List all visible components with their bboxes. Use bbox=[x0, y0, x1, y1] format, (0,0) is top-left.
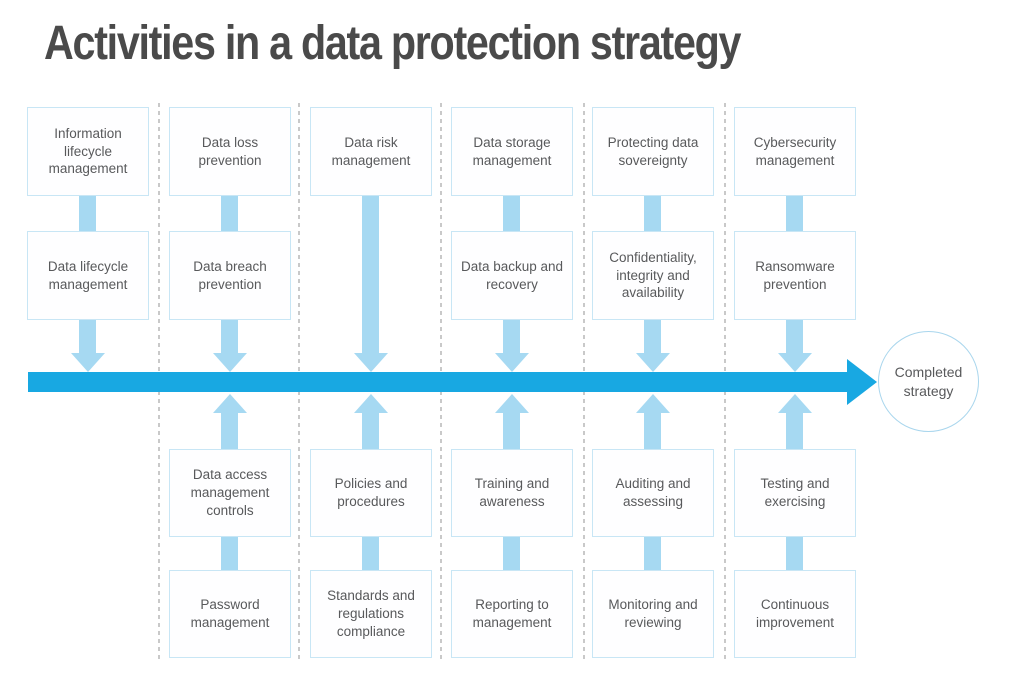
box-label: Monitoring and reviewing bbox=[608, 597, 698, 630]
connector bbox=[221, 537, 238, 570]
connector bbox=[786, 413, 803, 449]
connector bbox=[79, 196, 96, 231]
connector bbox=[786, 537, 803, 570]
connector bbox=[644, 320, 661, 353]
box-label: Data breach prevention bbox=[193, 258, 267, 292]
connector bbox=[503, 196, 520, 231]
up-arrowhead-icon bbox=[354, 394, 388, 413]
box-data-backup-and-recovery: Data backup and recovery bbox=[451, 231, 573, 320]
box-label: Password management bbox=[190, 597, 270, 630]
down-arrowhead-icon bbox=[636, 353, 670, 372]
box-training-and-awareness: Training and awareness bbox=[451, 449, 573, 537]
box-label: Testing and exercising bbox=[760, 476, 830, 509]
box-label: Data storage management bbox=[472, 134, 552, 168]
connector bbox=[644, 537, 661, 570]
box-testing-and-exercising: Testing and exercising bbox=[734, 449, 856, 537]
connector bbox=[221, 320, 238, 353]
connector bbox=[362, 196, 379, 353]
connector bbox=[362, 413, 379, 449]
box-monitoring-and-reviewing: Monitoring and reviewing bbox=[592, 570, 714, 658]
box-label: Confidentiality, integrity and availabil… bbox=[609, 249, 697, 301]
box-data-access-management-controls: Data access management controls bbox=[169, 449, 291, 537]
connector bbox=[221, 196, 238, 231]
box-standards-and-regulations-compliance: Standards and regulations compliance bbox=[310, 570, 432, 658]
connector bbox=[79, 320, 96, 353]
box-reporting-to-management: Reporting to management bbox=[451, 570, 573, 658]
box-data-risk-management: Data risk management bbox=[310, 107, 432, 196]
connector bbox=[503, 537, 520, 570]
box-label: Reporting to management bbox=[472, 597, 552, 630]
box-label: Information lifecycle management bbox=[48, 125, 128, 177]
connector bbox=[786, 320, 803, 353]
box-label: Cybersecurity management bbox=[753, 134, 837, 168]
down-arrowhead-icon bbox=[71, 353, 105, 372]
connector bbox=[503, 413, 520, 449]
connector bbox=[644, 413, 661, 449]
page-title: Activities in a data protection strategy bbox=[44, 17, 742, 70]
box-data-breach-prevention: Data breach prevention bbox=[169, 231, 291, 320]
box-label: Auditing and assessing bbox=[615, 476, 691, 509]
connector bbox=[786, 196, 803, 231]
completed-strategy-circle: Completed strategy bbox=[878, 331, 979, 432]
up-arrowhead-icon bbox=[636, 394, 670, 413]
box-label: Data lifecycle management bbox=[47, 258, 129, 292]
box-label: Data loss prevention bbox=[198, 134, 262, 168]
box-label: Data risk management bbox=[331, 134, 411, 168]
timeline-arrow-shaft bbox=[28, 372, 847, 392]
down-arrowhead-icon bbox=[354, 353, 388, 372]
box-policies-and-procedures: Policies and procedures bbox=[310, 449, 432, 537]
box-auditing-and-assessing: Auditing and assessing bbox=[592, 449, 714, 537]
box-label: Protecting data sovereignty bbox=[607, 134, 699, 168]
connector bbox=[221, 413, 238, 449]
down-arrowhead-icon bbox=[213, 353, 247, 372]
box-protecting-data-sovereignty: Protecting data sovereignty bbox=[592, 107, 714, 196]
box-label: Training and awareness bbox=[474, 476, 550, 509]
box-ransomware-prevention: Ransomware prevention bbox=[734, 231, 856, 320]
up-arrowhead-icon bbox=[213, 394, 247, 413]
box-information-lifecycle-management: Information lifecycle management bbox=[27, 107, 149, 196]
box-confidentiality-integrity-availability: Confidentiality, integrity and availabil… bbox=[592, 231, 714, 320]
box-label: Ransomware prevention bbox=[755, 258, 835, 292]
box-label: Policies and procedures bbox=[334, 476, 408, 509]
box-label: Standards and regulations compliance bbox=[327, 588, 415, 639]
box-label: Data backup and recovery bbox=[460, 258, 564, 292]
box-data-storage-management: Data storage management bbox=[451, 107, 573, 196]
box-label: Continuous improvement bbox=[755, 597, 835, 630]
down-arrowhead-icon bbox=[778, 353, 812, 372]
box-label: Data access management controls bbox=[190, 467, 270, 518]
connector bbox=[362, 537, 379, 570]
down-arrowhead-icon bbox=[495, 353, 529, 372]
box-cybersecurity-management: Cybersecurity management bbox=[734, 107, 856, 196]
box-data-lifecycle-management: Data lifecycle management bbox=[27, 231, 149, 320]
box-continuous-improvement: Continuous improvement bbox=[734, 570, 856, 658]
up-arrowhead-icon bbox=[778, 394, 812, 413]
connector bbox=[503, 320, 520, 353]
connector bbox=[644, 196, 661, 231]
box-data-loss-prevention: Data loss prevention bbox=[169, 107, 291, 196]
up-arrowhead-icon bbox=[495, 394, 529, 413]
box-password-management: Password management bbox=[169, 570, 291, 658]
goal-label: Completed strategy bbox=[894, 363, 963, 399]
timeline-arrowhead-icon bbox=[847, 359, 877, 405]
